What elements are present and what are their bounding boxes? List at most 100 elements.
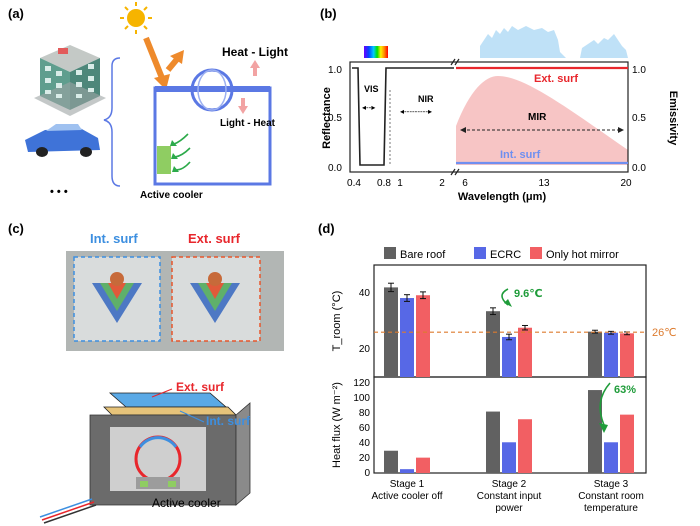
x-tick-2: 1 bbox=[397, 178, 403, 189]
spectrum-y2-axis-label: Emissivity bbox=[667, 91, 679, 146]
x-tick-6: 20 bbox=[620, 178, 632, 189]
temp-drop-annotation: 9.6℃ bbox=[514, 288, 543, 300]
flux-bar-0-0 bbox=[384, 450, 398, 473]
flux-bar-1-1 bbox=[502, 442, 516, 473]
temp-bar-1-2 bbox=[604, 332, 618, 377]
temp-bar-1-0 bbox=[400, 298, 414, 377]
building-icon bbox=[34, 45, 106, 116]
axis-break-icon bbox=[450, 58, 460, 176]
x-tick-5: 13 bbox=[538, 178, 550, 189]
legend-swatch-ecrc bbox=[474, 247, 486, 259]
photo-int-surf-label: Int. surf bbox=[90, 231, 138, 246]
diagram-active-cooler-label: Active cooler bbox=[152, 496, 221, 510]
panel-a: (a) • • • bbox=[0, 0, 330, 215]
category-label-1-2: power bbox=[495, 503, 523, 514]
panel-label-a: (a) bbox=[8, 6, 24, 21]
flux-y-tick-100: 100 bbox=[353, 393, 370, 404]
panel-label-d: (d) bbox=[318, 221, 335, 236]
flux-bar-2-2 bbox=[620, 414, 634, 473]
flux-bar-1-2 bbox=[604, 442, 618, 473]
up-arrow-icon bbox=[250, 60, 260, 76]
mir-arrow-right-icon bbox=[618, 127, 624, 133]
y-tick-right-2: 1.0 bbox=[632, 65, 646, 76]
temp-bar-1-1 bbox=[502, 336, 516, 377]
category-label-2-1: Constant room bbox=[578, 491, 644, 502]
panel-b-spectrum-chart: (b) VIS ◂‑‑▸ NIR ◂‑‑‑‑‑‑‑‑‑▸ MIR Ext. su… bbox=[320, 6, 679, 203]
ring-icon bbox=[190, 68, 234, 112]
light-heat-label: Light - Heat bbox=[220, 118, 276, 129]
panel-b: (b) VIS ◂‑‑▸ NIR ◂‑‑‑‑‑‑‑‑‑▸ MIR Ext. su… bbox=[320, 0, 700, 215]
sunlight-arrow-icon bbox=[143, 36, 184, 90]
panel-a-schematic: (a) • • • bbox=[8, 2, 288, 201]
logo-icon-right bbox=[190, 272, 240, 323]
spectrum-x-axis-label: Wavelength (μm) bbox=[458, 191, 547, 203]
photo-ext-surf-label: Ext. surf bbox=[188, 231, 241, 246]
ellipsis-text: • • • bbox=[50, 186, 68, 198]
flux-drop-annotation: 63% bbox=[614, 384, 636, 396]
flux-bar-0-2 bbox=[588, 390, 602, 473]
flux-bar-1-0 bbox=[400, 469, 414, 473]
sun-icon bbox=[120, 2, 152, 34]
atm-window-shape bbox=[480, 26, 628, 58]
diagram-ext-surf-label: Ext. surf bbox=[176, 380, 225, 394]
legend-swatch-only-hot-mirror bbox=[530, 247, 542, 259]
diagram-int-surf-label: Int. surf bbox=[206, 414, 251, 428]
temp-y-axis-label: T_room (°C) bbox=[331, 291, 343, 352]
flux-drop-arrowhead-icon bbox=[599, 423, 608, 433]
vis-label: VIS bbox=[364, 84, 379, 94]
flux-y-axis-label: Heat flux (W m⁻²) bbox=[331, 382, 343, 468]
legend-only-hot-mirror: Only hot mirror bbox=[546, 249, 619, 261]
flux-y-tick-80: 80 bbox=[359, 408, 371, 419]
active-cooler-block bbox=[157, 146, 171, 174]
category-label-0-1: Active cooler off bbox=[372, 491, 443, 502]
panel-c-photos: (c) Int. surf Ext. surf bbox=[8, 221, 284, 524]
car-icon bbox=[25, 124, 100, 157]
reference-line-label: 26℃ bbox=[652, 327, 677, 339]
spectrum-plot-frame bbox=[349, 61, 629, 173]
ext-surf-label: Ext. surf bbox=[534, 73, 578, 85]
category-label-0-0: Stage 1 bbox=[390, 479, 425, 490]
nir-label: NIR bbox=[418, 94, 434, 104]
panel-c: (c) Int. surf Ext. surf bbox=[0, 215, 330, 526]
mir-emission-area bbox=[456, 76, 628, 165]
reflectance-curve bbox=[352, 67, 454, 166]
category-label-1-1: Constant input bbox=[477, 491, 542, 502]
mir-arrow-left-icon bbox=[460, 127, 466, 133]
nir-arrow-icon: ◂‑‑‑‑‑‑‑‑‑▸ bbox=[400, 107, 432, 116]
legend-swatch-bare-roof bbox=[384, 247, 396, 259]
roof-bar bbox=[155, 86, 270, 92]
legend-ecrc: ECRC bbox=[490, 249, 521, 261]
int-surf-label: Int. surf bbox=[500, 149, 541, 161]
heat-light-label: Heat - Light bbox=[222, 45, 288, 59]
flux-y-tick-60: 60 bbox=[359, 423, 371, 434]
visible-spectrum-bar bbox=[364, 46, 388, 58]
x-tick-0: 0.4 bbox=[347, 178, 361, 189]
y-tick-left-2: 1.0 bbox=[328, 65, 342, 76]
temp-bar-2-1 bbox=[518, 327, 532, 377]
cooling-arrows-icon bbox=[170, 133, 191, 172]
active-cooler-label: Active cooler bbox=[140, 190, 203, 201]
logo-icon-left bbox=[92, 272, 142, 323]
flux-bar-0-1 bbox=[486, 411, 500, 473]
legend-bare-roof: Bare roof bbox=[400, 249, 446, 261]
flux-y-tick-120: 120 bbox=[353, 378, 370, 389]
y-tick-left-1: 0.5 bbox=[328, 113, 342, 124]
flux-bar-2-1 bbox=[518, 419, 532, 473]
bracket-brace bbox=[103, 57, 121, 187]
y-tick-right-1: 0.5 bbox=[632, 113, 646, 124]
y-tick-right-0: 0.0 bbox=[632, 163, 646, 174]
device-diagram bbox=[39, 392, 251, 524]
flux-bar-2-0 bbox=[416, 457, 430, 473]
panel-label-c: (c) bbox=[8, 221, 24, 236]
temp-y-tick-20: 20 bbox=[359, 344, 371, 355]
y-tick-left-0: 0.0 bbox=[328, 163, 342, 174]
spectrum-y-axis-label: Reflectance bbox=[321, 87, 333, 149]
temp-bar-2-2 bbox=[620, 333, 634, 377]
flux-drop-arrow-icon bbox=[599, 382, 611, 426]
category-label-2-0: Stage 3 bbox=[594, 479, 629, 490]
temp-drop-arrowhead-icon bbox=[504, 299, 512, 307]
x-tick-3: 2 bbox=[439, 178, 445, 189]
temp-y-tick-40: 40 bbox=[359, 288, 371, 299]
flux-y-tick-20: 20 bbox=[359, 453, 371, 464]
category-label-1-0: Stage 2 bbox=[492, 479, 527, 490]
